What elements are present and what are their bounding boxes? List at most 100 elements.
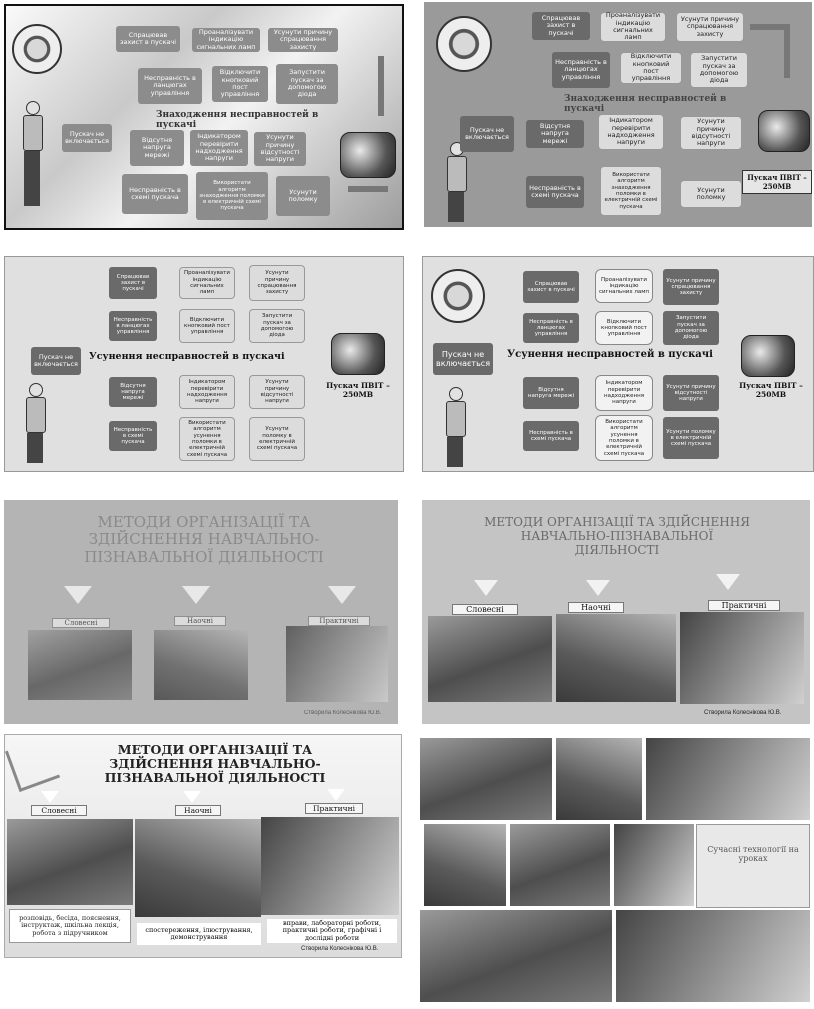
classroom-photo: [261, 817, 399, 915]
flow-cell-11: Використати алгоритм знаходження поломки…: [196, 172, 268, 220]
start-box: Пускач не включається: [31, 347, 81, 375]
flow-cell-3: Усунути причину спрацювання захисту: [249, 265, 305, 301]
flow-cell-5: Відключити кнопковий пост управління: [595, 311, 653, 345]
flow-cell-2: Проаналізувати індикацію сигнальних ламп: [595, 269, 653, 303]
flow-cell-10: Несправність в схемі пускача: [526, 176, 584, 208]
down-arrow-icon: [327, 789, 345, 801]
method-label-visual: Наочні: [568, 602, 624, 613]
screen-title: Сучасні технології на уроках: [707, 845, 799, 863]
down-arrow-icon: [41, 791, 59, 803]
flow-cell-3: Усунути причину спрацювання захисту: [676, 12, 744, 42]
drafting-tools-icon: [5, 736, 61, 793]
flow-cell-1: Спрацював захист в пускачі: [109, 267, 157, 299]
classroom-photo: [7, 819, 133, 905]
method-label-visual: Наочні: [174, 616, 226, 626]
flow-cell-12: Усунути поломку в електричній схемі пуск…: [663, 417, 719, 459]
flow-cell-11: Використати алгоритм усунення поломки в …: [595, 415, 653, 461]
flow-cell-7: Відсутня напруга мережі: [109, 377, 157, 407]
visual-methods-caption: спостереження, ілюстрування, демонструва…: [137, 923, 261, 945]
flow-cell-6: Запустити пускач за допомогою діода: [663, 311, 719, 345]
down-arrow-icon: [183, 791, 201, 803]
starter-device-image: [741, 335, 795, 377]
classroom-photo: [286, 626, 388, 702]
flow-cell-4: Несправність в ланцюгах управління: [523, 313, 579, 343]
verbal-methods-caption: розповідь, бесіда, пояснення, інструктаж…: [9, 909, 131, 943]
flow-cell-9: Усунути причину відсутності напруги: [680, 116, 742, 150]
flow-cell-12: Усунути поломку в електричній схемі пуск…: [249, 417, 305, 461]
slide-6: МЕТОДИ ОРГАНІЗАЦІЇ ТА ЗДІЙСНЕННЯ НАВЧАЛЬ…: [422, 500, 810, 724]
arrow: [378, 56, 384, 116]
flow-cell-10: Несправність в схемі пускача: [122, 174, 188, 214]
classroom-photo: [646, 738, 810, 820]
slide-title: МЕТОДИ ОРГАНІЗАЦІЇ ТА ЗДІЙСНЕННЯ НАВЧАЛЬ…: [84, 513, 324, 566]
flow-cell-3: Усунути причину спрацювання захисту: [663, 269, 719, 305]
down-arrow-icon: [182, 586, 210, 604]
flow-cell-4: Несправність в ланцюгах управління: [138, 68, 202, 104]
flow-cell-5: Відключити кнопковий пост управління: [179, 309, 235, 343]
method-label-practical: Практичні: [305, 803, 363, 814]
flow-cell-12: Усунути поломку: [276, 176, 330, 216]
arrow: [348, 186, 388, 192]
slide-7: МЕТОДИ ОРГАНІЗАЦІЇ ТА ЗДІЙСНЕННЯ НАВЧАЛЬ…: [4, 734, 402, 958]
starter-device-image: [758, 110, 810, 152]
classroom-photo: [556, 738, 642, 820]
flow-cell-8: Індикатором перевірити надходження напру…: [598, 114, 664, 150]
flow-cell-8: Індикатором перевірити надходження напру…: [179, 375, 235, 409]
slide-title: Знаходження несправностей в пускачі: [564, 94, 727, 114]
down-arrow-icon: [328, 586, 356, 604]
slide-title: МЕТОДИ ОРГАНІЗАЦІЇ ТА ЗДІЙСНЕННЯ НАВЧАЛЬ…: [484, 515, 750, 557]
classroom-photo: [616, 910, 810, 1002]
method-label-verbal: Словесні: [31, 805, 87, 816]
slide-2: Пускач не включається Спрацював захист в…: [424, 2, 812, 227]
logo-emblem: [436, 16, 492, 72]
slide-title: Знаходження несправностей в пускачі: [156, 110, 319, 130]
flow-cell-3: Усунути причину спрацювання захисту: [268, 28, 338, 52]
worker-figure: [14, 101, 54, 211]
flow-cell-2: Проаналізувати індикацію сигнальних ламп: [600, 11, 666, 42]
method-label-practical: Практичні: [708, 600, 780, 611]
classroom-photo: [135, 819, 261, 917]
flow-cell-10: Несправність в схемі пускача: [109, 421, 157, 451]
slide-title: Усунення несправностей в пускачі: [89, 351, 285, 362]
device-caption: Пускач ПВІТ – 250МВ: [742, 170, 812, 194]
classroom-photo: [420, 910, 612, 1002]
device-caption: Пускач ПВІТ – 250МВ: [326, 381, 390, 399]
starter-device-image: [340, 132, 396, 178]
down-arrow-icon: [64, 586, 92, 604]
arrow: [784, 24, 790, 78]
flow-cell-4: Несправність в ланцюгах управління: [109, 311, 157, 341]
method-label-visual: Наочні: [175, 805, 221, 816]
worker-figure: [437, 387, 477, 467]
flow-cell-8: Індикатором перевірити надходження напру…: [190, 130, 248, 166]
classroom-photo: [420, 738, 552, 820]
logo-emblem: [431, 269, 485, 323]
presentation-screen: Сучасні технології на уроках: [696, 824, 810, 908]
method-label-practical: Практичні: [308, 616, 370, 626]
flow-cell-9: Усунути причину відсутності напруги: [663, 375, 719, 411]
device-caption: Пускач ПВІТ – 250МВ: [739, 381, 803, 399]
start-box: Пускач не включається: [433, 343, 493, 375]
classroom-photo: [424, 824, 506, 906]
slide-title: Усунення несправностей в пускачі: [507, 349, 713, 360]
start-box: Пускач не включається: [460, 116, 514, 152]
classroom-photo: [614, 824, 694, 906]
starter-device-image: [331, 333, 385, 375]
slide-5: МЕТОДИ ОРГАНІЗАЦІЇ ТА ЗДІЙСНЕННЯ НАВЧАЛЬ…: [4, 500, 398, 724]
photo-collage: Сучасні технології на уроках: [418, 736, 812, 1004]
flow-cell-5: Відключити кнопковий пост управління: [212, 66, 268, 102]
slide-1: Пускач не включається Спрацював захист в…: [4, 4, 404, 230]
author-signature: Створила Колеснікова Ю.В.: [704, 710, 782, 716]
classroom-photo: [28, 630, 132, 700]
classroom-photo: [556, 614, 676, 702]
flow-cell-7: Відсутня напруга мережі: [523, 377, 579, 409]
worker-figure: [17, 383, 57, 469]
flow-cell-7: Відсутня напруга мережі: [526, 120, 584, 148]
flow-cell-11: Використати алгоритм усунення поломки в …: [179, 417, 235, 461]
flow-cell-1: Спрацював захист в пускачі: [532, 12, 590, 40]
flow-cell-9: Усунути причину відсутності напруги: [254, 132, 306, 166]
method-label-verbal: Словесні: [52, 618, 110, 628]
flow-cell-6: Запустити пускач за допомогою діода: [690, 52, 748, 88]
flow-cell-5: Відключити кнопковий пост управління: [620, 52, 682, 84]
author-signature: Створила Колеснікова Ю.В.: [301, 946, 379, 952]
logo-emblem: [12, 24, 62, 74]
